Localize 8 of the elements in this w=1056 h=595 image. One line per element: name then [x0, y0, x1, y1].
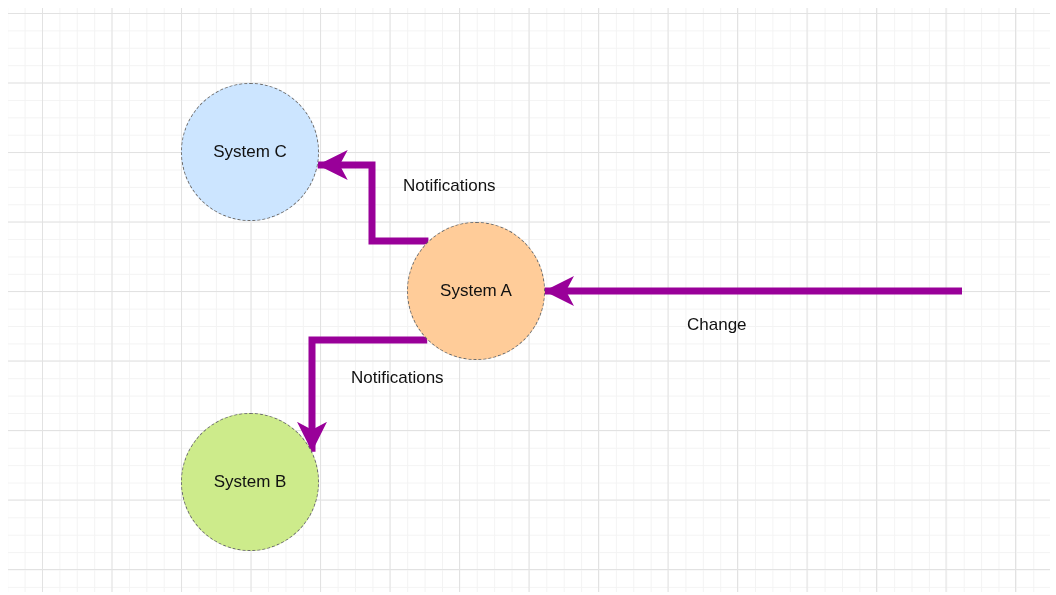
node-label: System C — [213, 142, 287, 162]
edge-label: Notifications — [403, 176, 496, 196]
edge-label: Notifications — [351, 368, 444, 388]
node-label: System A — [440, 281, 512, 301]
arrow — [297, 336, 428, 452]
edge-label: Change — [687, 315, 747, 335]
arrow — [317, 150, 429, 245]
node-label: System B — [213, 472, 287, 492]
